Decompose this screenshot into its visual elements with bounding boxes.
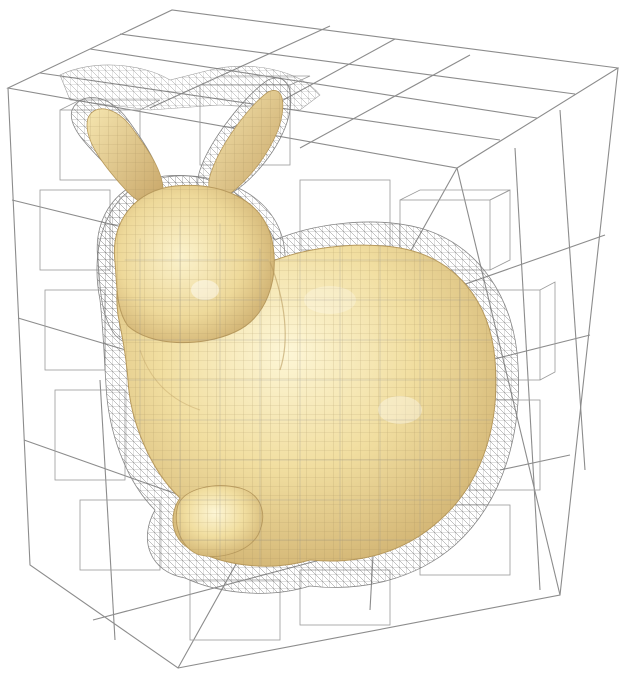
octree-bunny-figure bbox=[0, 0, 619, 674]
